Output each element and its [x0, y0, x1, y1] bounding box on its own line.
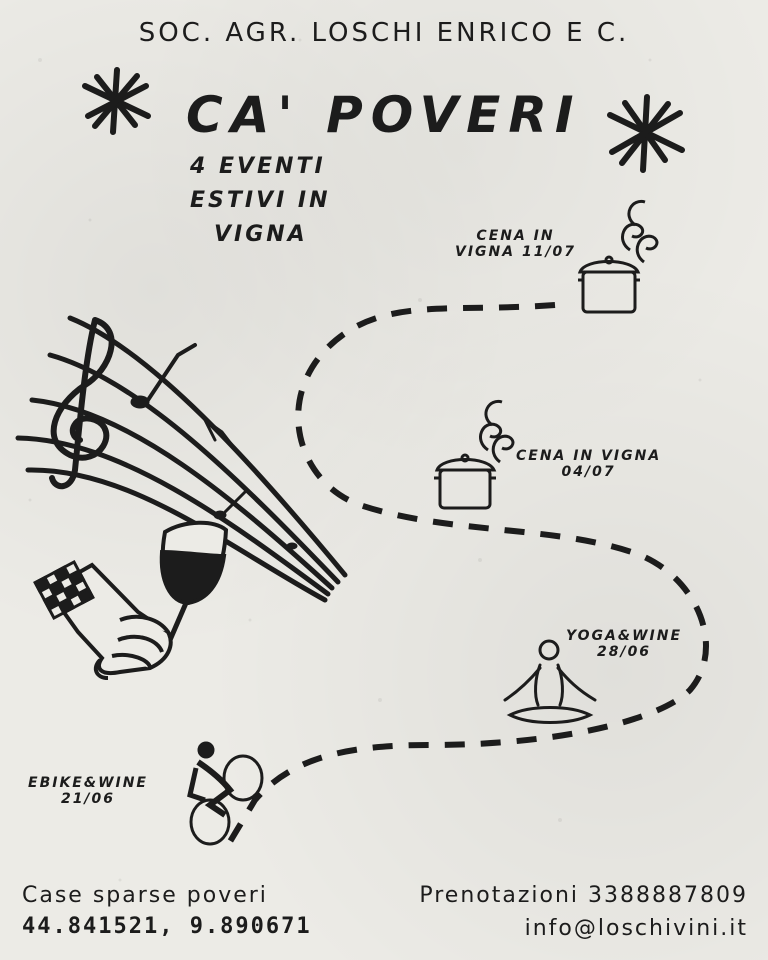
checkered-cuff — [33, 559, 95, 621]
wine-glass-icon — [159, 520, 229, 641]
subtitle-line-2: ESTIVI IN — [190, 188, 331, 213]
event-label: EBIKE&WINE 21/06 — [28, 775, 148, 807]
dashed-path — [225, 302, 709, 847]
event-date: 04/07 — [561, 464, 616, 480]
event-title: CENA IN — [476, 228, 555, 244]
event-date: 21/06 — [60, 791, 116, 807]
booking-phone[interactable]: Prenotazioni 3388887809 — [419, 883, 748, 908]
cooking-pot-icon — [577, 199, 659, 314]
music-staff-icon — [15, 315, 348, 603]
brand-title: CA' POVERI — [186, 86, 582, 144]
event-title: CENA IN VIGNA — [516, 448, 662, 464]
event-label: CENA IN VIGNA 11/07 — [455, 228, 576, 260]
event-title: EBIKE&WINE — [28, 775, 148, 791]
address: Case sparse poveri — [22, 883, 268, 908]
event-title: YOGA&WINE — [566, 628, 683, 644]
cooking-pot-icon — [434, 399, 515, 510]
company-name: SOC. AGR. LOSCHI ENRICO E C. — [138, 18, 630, 48]
speckle-texture — [28, 38, 702, 882]
subtitle-line-3: VIGNA — [214, 222, 308, 247]
event-label: CENA IN VIGNA 04/07 — [516, 448, 661, 480]
coordinates: 44.841521, 9.890671 — [22, 914, 312, 939]
star-icon — [82, 67, 151, 135]
event-date: 28/06 — [596, 644, 652, 660]
star-icon — [607, 94, 685, 173]
cyclist-icon — [187, 741, 264, 846]
subtitle-line-1: 4 EVENTI — [190, 154, 326, 179]
event-date: VIGNA 11/07 — [455, 244, 577, 260]
event-label: YOGA&WINE 28/06 — [566, 628, 682, 660]
meditation-icon — [503, 639, 597, 724]
email-link[interactable]: info@loschivini.it — [524, 916, 748, 941]
